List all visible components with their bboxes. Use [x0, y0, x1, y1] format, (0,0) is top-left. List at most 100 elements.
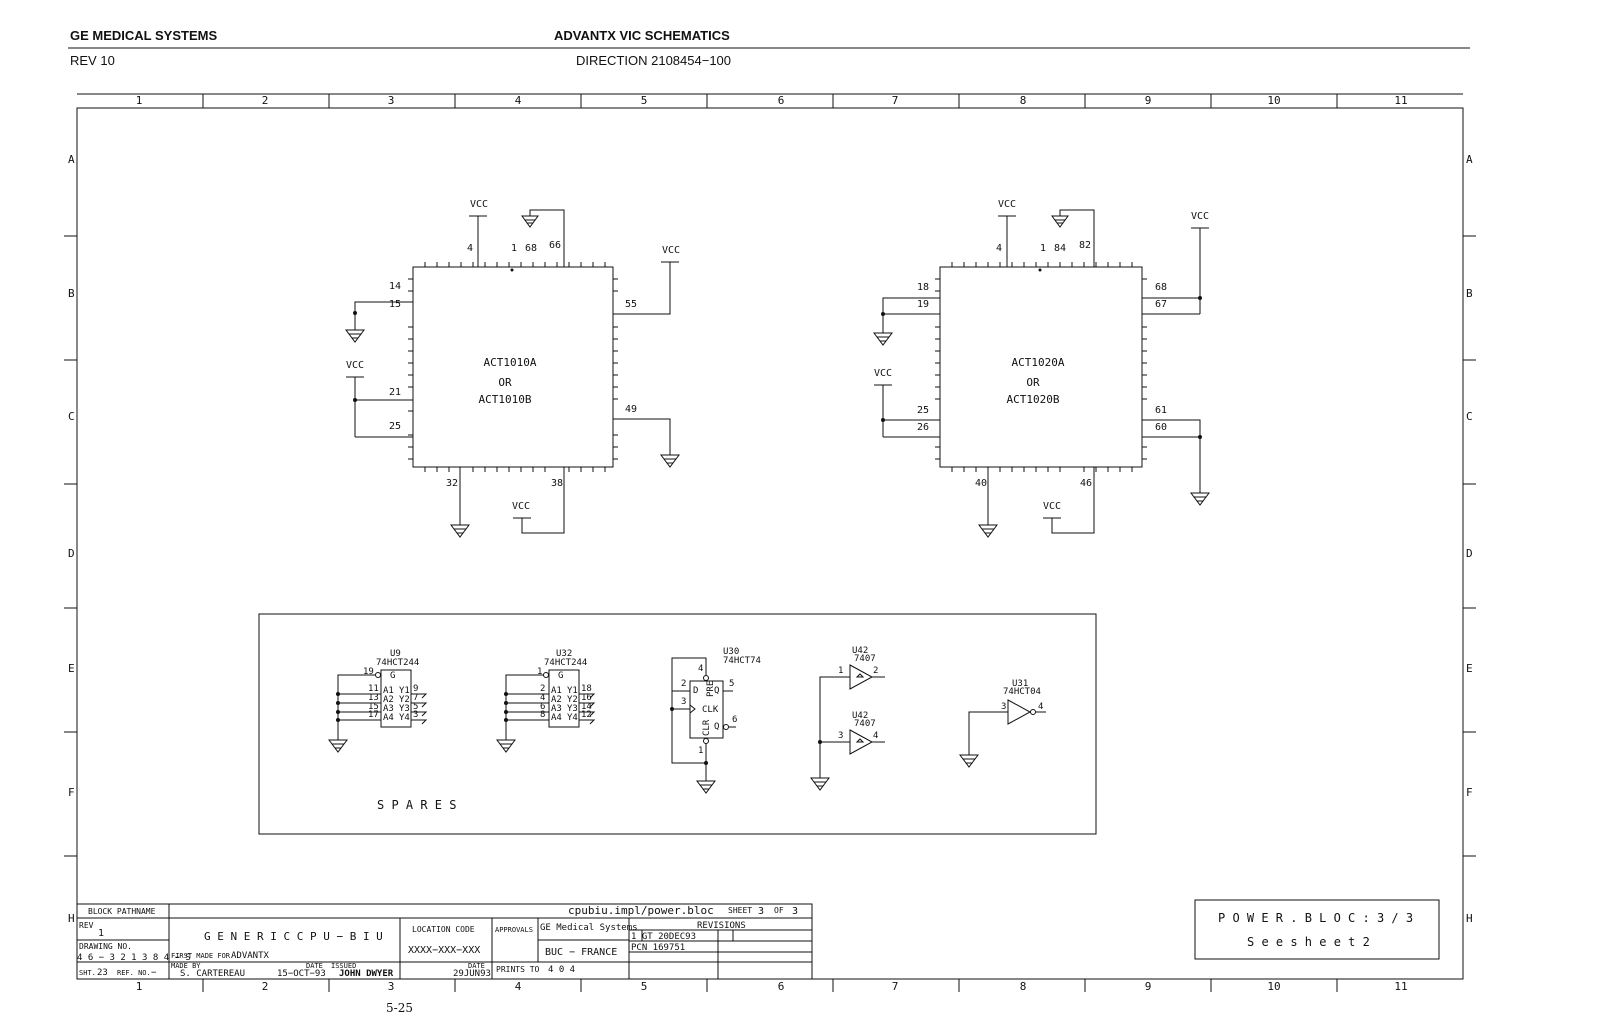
prints-to-label: PRINTS TO — [496, 965, 540, 974]
pin-label: 3 — [413, 710, 418, 720]
col-label: 8 — [1020, 980, 1027, 993]
component-part: 74HCT74 — [723, 656, 761, 666]
pin-label: 25 — [917, 405, 929, 416]
component-ref: U42 — [852, 711, 868, 721]
pin-label: 66 — [549, 240, 561, 251]
pin-label: 3 — [1001, 702, 1006, 712]
issued-by-value: JOHN DWYER — [339, 969, 394, 979]
pin-label: 49 — [625, 404, 637, 415]
chip-name: OR — [1026, 376, 1040, 389]
col-label: 2 — [262, 980, 269, 993]
sheet-number: 3 — [758, 906, 764, 917]
pin-label: 2 — [540, 684, 545, 694]
row-label: C — [1466, 410, 1473, 423]
col-label: 2 — [262, 94, 269, 107]
pin-label: 2 — [681, 679, 686, 689]
approvals-label: APPROVALS — [495, 926, 533, 934]
pin-label: 4 — [698, 664, 703, 674]
pin-name: A2 — [383, 695, 394, 705]
pin-label: 2 — [873, 666, 878, 676]
revision-entry: 1 GT 20DEC93 — [631, 932, 696, 942]
pin-label: 14 — [389, 281, 401, 292]
col-label: 9 — [1145, 94, 1152, 107]
col-label: 4 — [515, 94, 522, 107]
col-label: 5 — [641, 980, 648, 993]
component-ref: U32 — [556, 649, 572, 659]
col-label: 5 — [641, 94, 648, 107]
company-name: GE Medical Systems — [540, 923, 638, 933]
pin-label: 15 — [368, 702, 379, 712]
pin-label: 1 — [838, 666, 843, 676]
spares-label: S P A R E S — [377, 798, 456, 812]
site-name: BUC − FRANCE — [545, 947, 617, 958]
pin-label: 38 — [551, 478, 563, 489]
pin-label: 40 — [975, 478, 987, 489]
ref-value: − — [151, 968, 157, 978]
pin-name: CLR — [702, 719, 712, 736]
of-label: OF — [774, 906, 784, 915]
col-label: 4 — [515, 980, 522, 993]
vcc-label: VCC — [874, 368, 892, 379]
col-label: 6 — [778, 980, 785, 993]
pin-name: A2 — [551, 695, 562, 705]
vcc-label: VCC — [1043, 501, 1061, 512]
pin-name: Y1 — [567, 686, 578, 696]
pin-label: 1 — [537, 667, 542, 677]
pin-label: 8 — [540, 710, 545, 720]
pin-name: G — [390, 671, 395, 681]
issued-label: ISSUED — [331, 962, 356, 970]
pin-name: Y3 — [567, 704, 578, 714]
pin-label: 18 — [581, 684, 592, 694]
pin-label: 15 — [389, 299, 401, 310]
date-label: DATE — [306, 962, 323, 970]
component-part: 74HCT244 — [376, 658, 419, 668]
pin-label: 6 — [732, 715, 737, 725]
pin-label: 67 — [1155, 299, 1167, 310]
pin-label: 3 — [838, 731, 843, 741]
component-part: 7407 — [854, 719, 876, 729]
pin-label: 6 — [540, 702, 545, 712]
rev-value: 1 — [98, 928, 104, 939]
row-label: B — [68, 287, 75, 300]
chip-name: ACT1020A — [1012, 356, 1065, 369]
pin-name: Q — [714, 686, 719, 696]
drawing-name: G E N E R I C C P U − B I U — [204, 930, 383, 943]
col-label: 1 — [136, 980, 143, 993]
component-part: 7407 — [854, 654, 876, 664]
pin-label: 4 — [996, 243, 1002, 254]
pin-name: Y4 — [399, 713, 410, 723]
pin-label: 21 — [389, 387, 401, 398]
pin-label: 19 — [917, 299, 929, 310]
pin-name: Y2 — [399, 695, 410, 705]
column-labels-bottom: 1 2 3 4 5 6 7 8 9 10 11 — [136, 980, 1408, 993]
power-bloc-title: P O W E R . B L O C : 3 / 3 — [1218, 911, 1413, 925]
pin-label: 84 — [1054, 243, 1066, 254]
revisions-label: REVISIONS — [697, 921, 746, 931]
document-title: ADVANTX VIC SCHEMATICS — [554, 28, 730, 43]
drawing-number: 4 6 − 3 2 1 3 8 4 − S — [77, 953, 191, 963]
pin-name: A3 — [551, 704, 562, 714]
pin-label: 1 — [1040, 243, 1046, 254]
pin-name: A1 — [383, 686, 394, 696]
pin-label: 17 — [368, 710, 379, 720]
col-label: 8 — [1020, 94, 1027, 107]
component-part: 74HCT04 — [1003, 687, 1041, 697]
prints-to-value: 4 0 4 — [548, 965, 575, 975]
pin-name: A4 — [383, 713, 394, 723]
column-labels-top: 1 2 3 4 5 6 7 8 9 10 11 — [136, 94, 1408, 107]
col-label: 11 — [1394, 980, 1407, 993]
see-sheet-note: S e e s h e e t 2 — [1247, 935, 1370, 949]
vcc-label: VCC — [346, 360, 364, 371]
col-label: 10 — [1267, 94, 1280, 107]
pin-label: 11 — [368, 684, 379, 694]
row-label: B — [1466, 287, 1473, 300]
col-label: 11 — [1394, 94, 1407, 107]
pin-name: A4 — [551, 713, 562, 723]
pin-name: Y1 — [399, 686, 410, 696]
revision-label: REV 10 — [70, 53, 115, 68]
pin-label: 16 — [581, 693, 592, 703]
pin-label: 5 — [413, 702, 418, 712]
pin-label: 68 — [1155, 282, 1167, 293]
vcc-label: VCC — [512, 501, 530, 512]
